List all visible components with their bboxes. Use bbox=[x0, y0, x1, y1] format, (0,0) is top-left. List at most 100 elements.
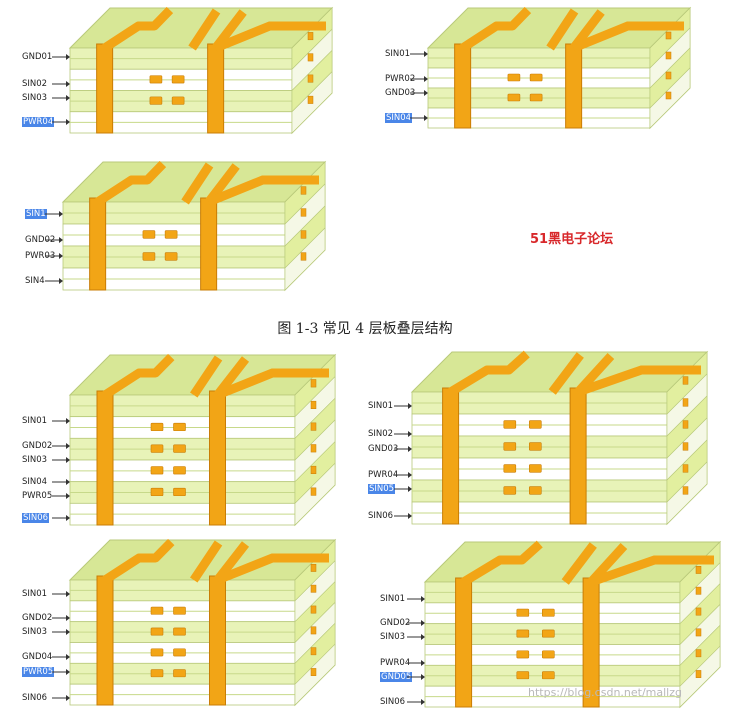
pad bbox=[164, 252, 178, 261]
layer-label: SIN01 bbox=[380, 594, 406, 604]
top-trace bbox=[102, 353, 175, 399]
pcb-stack-7 bbox=[423, 540, 722, 709]
layer-label: PWR05 bbox=[22, 667, 55, 677]
label-arrow bbox=[407, 699, 425, 705]
layer-label: SIN05 bbox=[368, 484, 396, 494]
top-trace bbox=[215, 368, 329, 400]
layer-label: GND04 bbox=[22, 652, 53, 662]
pad bbox=[150, 648, 164, 657]
label-arrow bbox=[407, 660, 425, 666]
label-arrow bbox=[52, 654, 70, 660]
side-pad bbox=[307, 95, 314, 104]
label-arrow bbox=[45, 278, 63, 284]
label-arrow bbox=[52, 119, 70, 125]
via bbox=[565, 43, 583, 129]
side-pad bbox=[300, 208, 307, 217]
pad bbox=[503, 442, 517, 451]
layer-label: SIN06 bbox=[22, 693, 48, 703]
top-trace bbox=[571, 21, 684, 53]
top-trace bbox=[102, 538, 175, 584]
label-arrow bbox=[52, 615, 70, 621]
via bbox=[200, 197, 218, 291]
pad bbox=[542, 629, 555, 638]
label-arrow bbox=[394, 513, 412, 519]
pad bbox=[173, 627, 186, 636]
label-arrow bbox=[394, 403, 412, 409]
label-arrow bbox=[52, 95, 70, 101]
layer-label: PWR04 bbox=[368, 470, 399, 480]
side-pad bbox=[682, 420, 689, 429]
side-pad bbox=[695, 566, 702, 574]
pad bbox=[529, 93, 543, 102]
side-pad bbox=[695, 649, 702, 658]
top-trace bbox=[576, 365, 701, 397]
via bbox=[96, 575, 114, 706]
side-pad bbox=[665, 91, 672, 100]
label-arrow bbox=[407, 620, 425, 626]
side-pad bbox=[307, 74, 314, 83]
label-arrow bbox=[394, 446, 412, 452]
pad bbox=[516, 671, 530, 680]
side-pad bbox=[665, 51, 672, 60]
label-arrow bbox=[410, 90, 428, 96]
pcb-stack-5 bbox=[410, 350, 709, 526]
side-pad bbox=[695, 607, 702, 616]
layer-label: SIN04 bbox=[22, 477, 48, 487]
side-pad bbox=[310, 444, 317, 453]
pad bbox=[150, 606, 164, 615]
pad bbox=[173, 648, 186, 657]
label-arrow bbox=[52, 81, 70, 87]
pad bbox=[516, 650, 530, 659]
pad bbox=[542, 608, 555, 617]
pad bbox=[173, 466, 186, 475]
top-trace bbox=[460, 6, 532, 52]
via bbox=[209, 390, 226, 526]
label-arrow bbox=[410, 51, 428, 57]
via bbox=[89, 197, 107, 291]
label-arrow bbox=[52, 443, 70, 449]
top-trace bbox=[102, 6, 174, 52]
pad bbox=[542, 671, 555, 680]
side-pad bbox=[665, 71, 672, 80]
label-arrow bbox=[52, 591, 70, 597]
side-pad bbox=[695, 670, 702, 678]
pad bbox=[516, 629, 530, 638]
via bbox=[96, 43, 114, 134]
label-arrow bbox=[52, 695, 70, 701]
side-pad bbox=[682, 486, 689, 495]
side-pad bbox=[310, 584, 317, 593]
pad bbox=[164, 230, 178, 239]
top-trace bbox=[190, 355, 223, 398]
pad bbox=[150, 487, 164, 497]
top-trace bbox=[546, 8, 579, 51]
pad bbox=[150, 627, 164, 636]
pad bbox=[503, 486, 517, 495]
layer-label: GND01 bbox=[22, 52, 53, 62]
pad bbox=[171, 75, 185, 84]
pad bbox=[150, 466, 164, 475]
layer-label: SIN06 bbox=[22, 513, 50, 523]
watermark: https://blog.csdn.net/mallzg bbox=[528, 686, 682, 699]
layer-label: GND02 bbox=[25, 235, 56, 245]
layer-label: SIN01 bbox=[368, 401, 394, 411]
side-pad bbox=[310, 605, 317, 614]
side-pad bbox=[300, 230, 307, 239]
board-6 bbox=[68, 538, 337, 709]
label-arrow bbox=[52, 457, 70, 463]
side-pad bbox=[310, 379, 317, 388]
pad bbox=[149, 96, 163, 105]
label-arrow bbox=[52, 418, 70, 424]
board-3 bbox=[61, 160, 327, 294]
label-arrow bbox=[394, 486, 412, 492]
top-trace bbox=[461, 540, 543, 586]
layer-label: SIN4 bbox=[25, 276, 45, 286]
layer-label: GND03 bbox=[385, 88, 416, 98]
layer-label: GND02 bbox=[380, 618, 411, 628]
side-pad bbox=[682, 376, 689, 385]
side-pad bbox=[665, 31, 672, 40]
layer-label: SIN06 bbox=[380, 697, 406, 707]
pad bbox=[529, 442, 542, 451]
label-arrow bbox=[394, 431, 412, 437]
forum-label: 51黑电子论坛 bbox=[530, 232, 614, 247]
pad bbox=[507, 73, 521, 82]
